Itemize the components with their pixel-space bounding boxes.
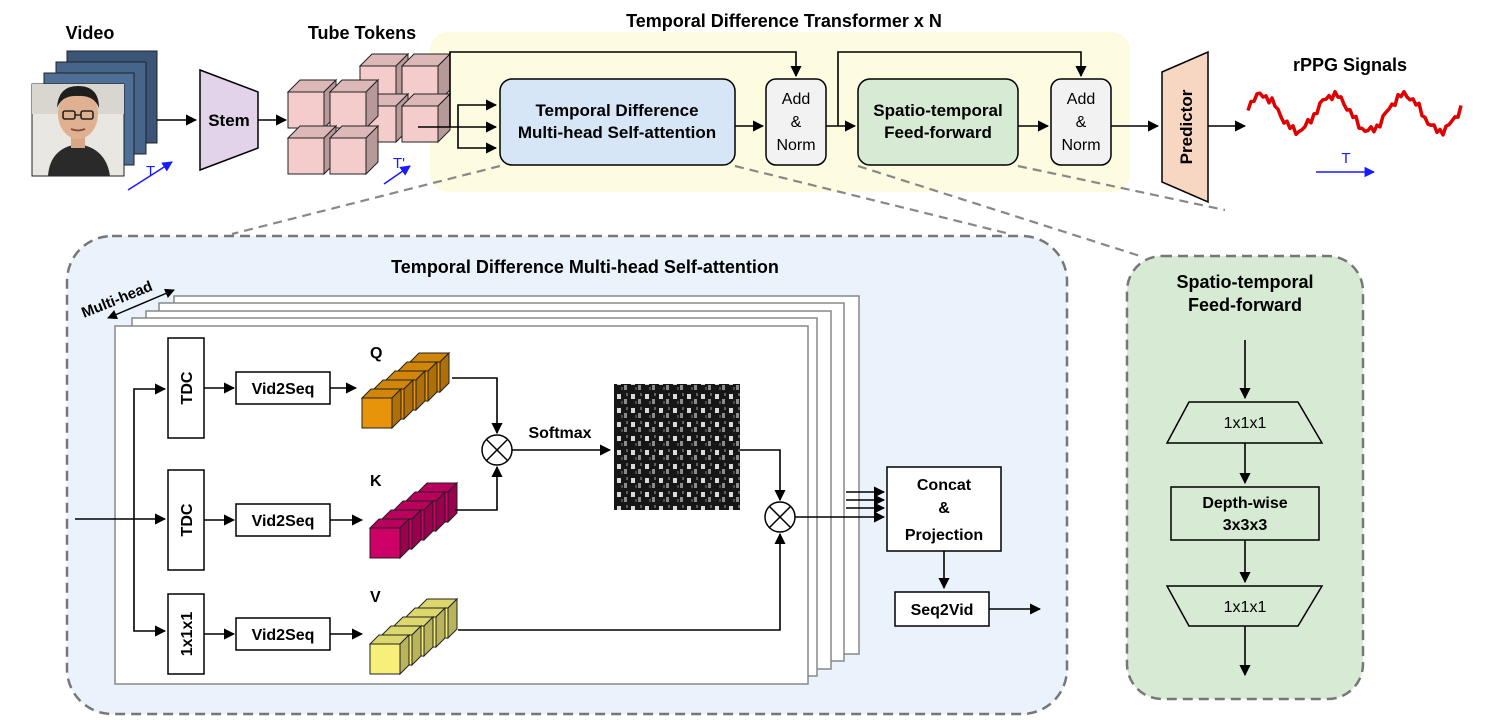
add-norm-2-add: Add xyxy=(1067,91,1095,108)
tdmhsa-label-line2: Multi-head Self-attention xyxy=(518,123,716,142)
stff-block xyxy=(857,78,1019,166)
video-time-arrow xyxy=(127,161,173,191)
vid2seq-k-block xyxy=(235,503,331,537)
add-norm-1-amp: & xyxy=(791,114,802,131)
stff-conv2-label: 1x1x1 xyxy=(1224,599,1267,616)
rppg-label: rPPG Signals xyxy=(1293,55,1407,75)
seq2vid-label: Seq2Vid xyxy=(911,602,974,619)
tdc-k-label: TDC xyxy=(179,503,196,536)
tube-token-cube xyxy=(400,92,452,144)
head-stack xyxy=(114,295,860,685)
k-token-stack xyxy=(368,481,459,560)
add-norm-2-norm: Norm xyxy=(1061,137,1100,154)
qk-arrows xyxy=(452,377,503,511)
tdmhsa-detail-title: Temporal Difference Multi-head Self-atte… xyxy=(391,257,779,277)
vid2seq-q-label: Vid2Seq xyxy=(252,381,315,398)
concat-projection-block xyxy=(886,466,1002,552)
stff-detail-title-line1: Spatio-temporal xyxy=(1176,272,1313,292)
tube-token-cube xyxy=(286,78,338,130)
tdc-k-block xyxy=(167,469,205,571)
addnorm-to-ffn-arrows xyxy=(826,51,1087,132)
op-to-vid2seq-arrows xyxy=(204,382,236,640)
stff-conv1-block xyxy=(1165,401,1324,444)
tube-token-cube xyxy=(286,124,338,176)
token-cube xyxy=(360,387,403,430)
seq2vid-block xyxy=(894,591,990,627)
depthwise-label-line2: 3x3x3 xyxy=(1223,517,1268,534)
video-frames xyxy=(31,50,158,177)
softmax-label: Softmax xyxy=(528,425,591,442)
tokens-time-arrow xyxy=(383,165,411,185)
vid2seq-to-qkv-arrows xyxy=(330,382,364,640)
heads-to-concat-arrows xyxy=(795,486,886,523)
attention-map-image xyxy=(614,384,740,510)
tokens-time-label: T' xyxy=(393,155,405,172)
tdmhsa-block xyxy=(499,78,736,166)
vid2seq-q-block xyxy=(235,371,331,405)
tokens-to-attention-arrows xyxy=(418,51,802,154)
tube-token-cube xyxy=(328,78,380,130)
vid2seq-v-block xyxy=(235,617,331,651)
signal-time-label: T xyxy=(1341,150,1350,167)
add-norm-block-2 xyxy=(1050,78,1112,166)
depthwise-block xyxy=(1170,486,1320,541)
video-label: Video xyxy=(66,23,115,43)
stff-detail-title-line2: Feed-forward xyxy=(1188,295,1302,315)
concat-label-line3: Projection xyxy=(905,527,983,544)
stff-conv2-block xyxy=(1165,585,1324,627)
v-token-stack xyxy=(368,597,459,676)
predictor-label: Predictor xyxy=(1177,89,1196,164)
conv-v-block xyxy=(167,593,205,675)
stff-label-line1: Spatio-temporal xyxy=(873,101,1002,120)
concat-label-line2: & xyxy=(938,500,950,517)
stff-label-line2: Feed-forward xyxy=(884,123,992,142)
qk-multiply-icon xyxy=(481,434,513,466)
conv-v-label: 1x1x1 xyxy=(179,612,196,657)
k-label: K xyxy=(370,473,382,490)
video-time-label: T xyxy=(146,163,155,180)
stem-label: Stem xyxy=(208,111,250,130)
tdmhsa-label-line1: Temporal Difference xyxy=(535,101,698,120)
q-label: Q xyxy=(370,345,382,362)
add-norm-1-norm: Norm xyxy=(776,137,815,154)
token-cube xyxy=(368,633,411,676)
multihead-arrow xyxy=(107,288,175,320)
attn-v-arrows xyxy=(458,449,786,631)
v-label: V xyxy=(370,589,381,606)
add-norm-block-1 xyxy=(765,78,827,166)
add-norm-2-amp: & xyxy=(1076,114,1087,131)
attn-v-multiply-icon xyxy=(764,501,796,533)
tdc-q-label: TDC xyxy=(179,371,196,404)
predictor-block xyxy=(1161,50,1209,204)
tube-token-cube xyxy=(328,124,380,176)
tube-tokens-label: Tube Tokens xyxy=(308,23,416,43)
q-token-stack xyxy=(360,351,451,430)
depthwise-label-line1: Depth-wise xyxy=(1202,495,1287,512)
face-image xyxy=(31,83,125,177)
transformer-title: Temporal Difference Transformer x N xyxy=(626,11,942,31)
vid2seq-v-label: Vid2Seq xyxy=(252,627,315,644)
add-norm-1-add: Add xyxy=(782,91,810,108)
token-cube xyxy=(368,517,411,560)
zoom-connectors xyxy=(231,164,1226,258)
input-branch-arrows xyxy=(75,383,167,637)
rppg-signal-curve xyxy=(1246,89,1463,137)
tube-token-cubes xyxy=(286,52,452,176)
concat-label-line1: Concat xyxy=(917,477,972,494)
stem-block xyxy=(199,68,259,172)
vid2seq-k-label: Vid2Seq xyxy=(252,513,315,530)
stff-conv1-label: 1x1x1 xyxy=(1224,415,1267,432)
